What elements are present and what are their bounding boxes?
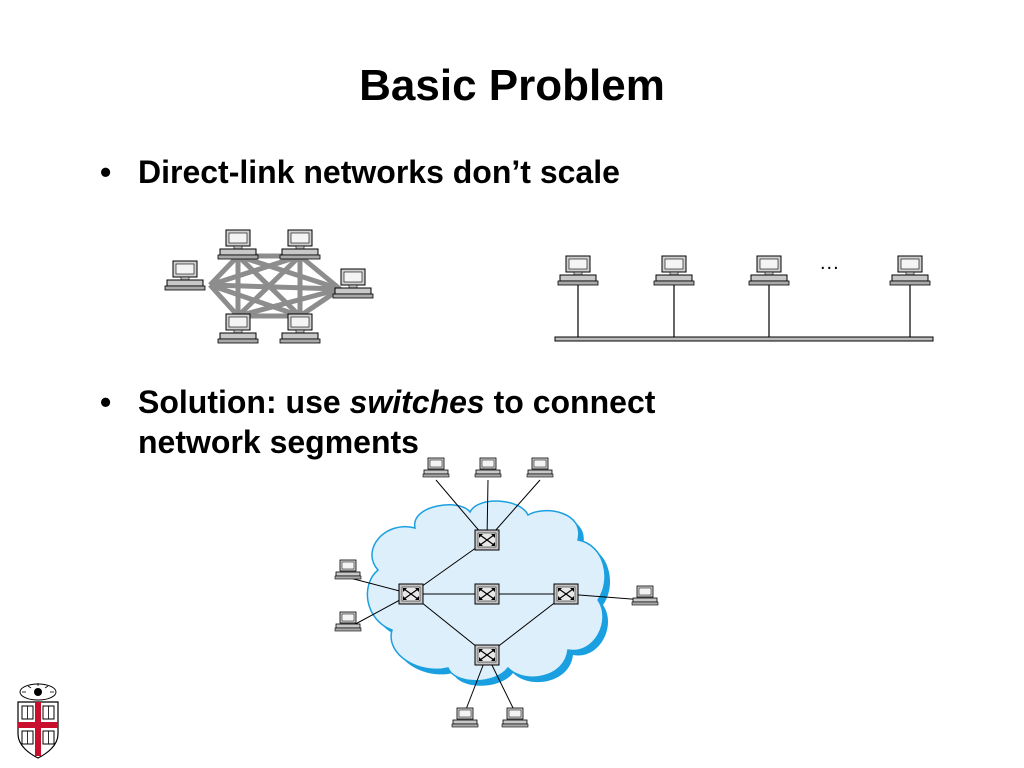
- computer-icon: [451, 707, 479, 728]
- switch-icon: [474, 644, 500, 666]
- computer-icon: [217, 229, 259, 260]
- computer-icon: [889, 255, 931, 286]
- bullet-text-start: Solution: use: [138, 384, 350, 420]
- bullet-text-italic: switches: [349, 384, 485, 420]
- bullet-text-end: to connect: [484, 384, 656, 420]
- slide-title: Basic Problem: [359, 61, 665, 110]
- computer-icon: [332, 268, 374, 299]
- bullet-text: Solution: use switches to connect network…: [138, 382, 655, 462]
- bullet-text: Direct-link networks don’t scale: [138, 154, 620, 190]
- switch-icon: [474, 529, 500, 551]
- computer-icon: [501, 707, 529, 728]
- bullet-text-line2: network segments: [138, 424, 419, 460]
- full-mesh-diagram: [164, 229, 374, 344]
- computer-icon: [164, 260, 206, 291]
- bullet-marker: •: [100, 154, 112, 190]
- computer-icon: [631, 585, 659, 606]
- switch-icon: [398, 583, 424, 605]
- computer-icon: [748, 255, 790, 286]
- switch-icon: [553, 583, 579, 605]
- university-crest-icon: [17, 683, 59, 759]
- switched-network-diagram: [334, 457, 659, 728]
- bullet-marker: •: [100, 384, 112, 420]
- computer-icon: [474, 457, 502, 478]
- bullet-direct-link: • Direct-link networks don’t scale: [100, 152, 800, 192]
- bus-diagram: [554, 255, 934, 342]
- bullet-solution: • Solution: use switches to connect netwo…: [100, 382, 800, 462]
- computer-icon: [334, 611, 362, 632]
- switch-icon: [474, 583, 500, 605]
- computer-icon: [526, 457, 554, 478]
- ellipsis: ...: [820, 252, 840, 274]
- computer-icon: [334, 559, 362, 580]
- computer-icon: [653, 255, 695, 286]
- computer-icon: [422, 457, 450, 478]
- computer-icon: [279, 229, 321, 260]
- computer-icon: [557, 255, 599, 286]
